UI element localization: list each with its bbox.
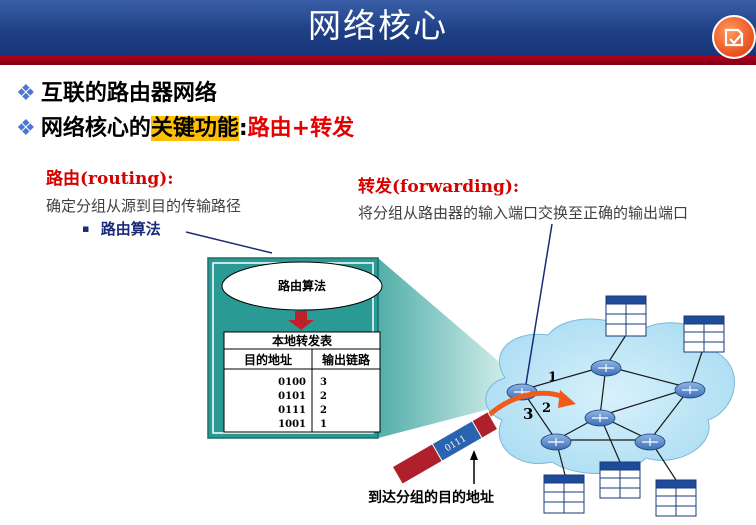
table-col-link: 输出链路 [322, 352, 371, 367]
port-label-2: 2 [542, 401, 551, 416]
routing-heading: 路由(routing): [46, 169, 174, 189]
routing-description: 确定分组从源到目的传输路径 [46, 197, 242, 215]
bullet-2-prefix: 网络核心的 [40, 116, 151, 141]
table-cell-dest: 0101 [278, 391, 306, 402]
bullet-1-text: 互联的路由器网络 [40, 81, 217, 106]
forwarding-table-icon [683, 315, 725, 353]
table-cell-dest: 0100 [278, 377, 306, 388]
table-rows: 0100 3 0101 2 0111 2 1001 1 [278, 377, 327, 430]
forwarding-description: 将分组从路由器的输入端口交换至正确的输出端口 [358, 204, 689, 222]
table-cell-link: 2 [320, 391, 327, 402]
logo-icon [712, 15, 756, 59]
forwarding-table-icon [543, 474, 585, 514]
routing-pointer-line [185, 231, 273, 254]
arrow-down-icon [288, 320, 314, 330]
title-bar [0, 0, 756, 56]
bullet-1: ❖ 互联的路由器网络 [16, 79, 217, 109]
table-cell-link: 2 [320, 405, 327, 416]
forwarding-table-icon [655, 479, 697, 517]
down-arrow-shaft [295, 311, 307, 321]
zoom-fan [378, 258, 518, 438]
bullet-2-highlight: 关键功能 [150, 116, 239, 141]
forwarding-table-icon [605, 295, 647, 337]
routing-algorithm-oval [221, 261, 383, 311]
port-label-3: 3 [523, 405, 533, 423]
port-label-1: 1 [548, 370, 557, 385]
page-title: 网络核心 [308, 6, 448, 45]
packet-caption: 到达分组的目的地址 [368, 489, 494, 506]
diamond-bullet-icon: ❖ [16, 81, 36, 106]
arrow-up-icon [470, 450, 478, 460]
router-icon [590, 359, 622, 377]
routing-sub-bullet: ▪ 路由算法 [82, 218, 161, 239]
routing-algorithm-label: 路由算法 [278, 278, 326, 293]
router-icon [584, 409, 616, 427]
square-bullet-icon: ▪ [82, 222, 90, 235]
incoming-packet: 0111 [391, 411, 499, 485]
table-cell-link: 1 [320, 419, 327, 430]
router-icon [634, 433, 666, 451]
bullet-2-colon: : [238, 116, 248, 141]
diamond-bullet-icon: ❖ [16, 116, 36, 141]
bullet-2: ❖ 网络核心的关键功能:路由+转发 [16, 114, 354, 144]
router-icon [674, 381, 706, 399]
table-cell-dest: 1001 [278, 419, 306, 430]
bullet-2-red-text: 路由+转发 [247, 116, 355, 141]
forwarding-table-icon [599, 461, 641, 499]
forwarding-pointer-line [525, 223, 553, 385]
forwarding-arrow [486, 390, 568, 418]
table-cell-dest: 0111 [278, 405, 306, 416]
arrow-head-icon [558, 390, 576, 408]
router-icon [540, 433, 572, 451]
table-cell-link: 3 [320, 377, 327, 388]
routing-sub-bullet-text: 路由算法 [100, 220, 161, 238]
table-col-dest: 目的地址 [244, 352, 292, 367]
table-title: 本地转发表 [272, 333, 333, 348]
title-accent-line [0, 56, 756, 65]
forwarding-heading: 转发(forwarding): [358, 177, 520, 197]
